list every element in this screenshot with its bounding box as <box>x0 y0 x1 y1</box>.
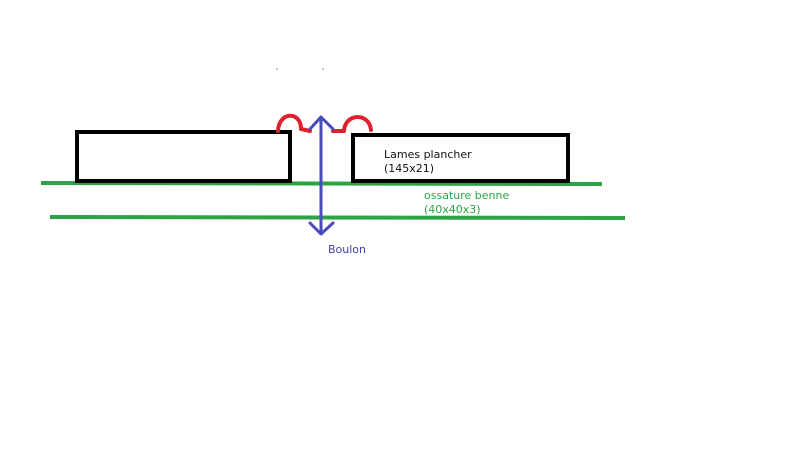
floor-plank-dimensions: (145x21) <box>384 162 435 175</box>
bolt-washer-curve-alt <box>276 113 373 133</box>
frame-label: ossature benne (40x40x3) <box>424 189 509 217</box>
stray-dot-2 <box>322 68 324 70</box>
floor-plank-left <box>75 130 292 183</box>
floor-plank-label: Lames plancher (145x21) <box>384 148 472 176</box>
floor-plank-right <box>351 133 570 183</box>
frame-line-bottom <box>49 215 626 220</box>
frame-name: ossature benne <box>424 189 510 202</box>
stray-dot-1 <box>276 68 278 70</box>
bolt-label: Boulon <box>328 243 367 256</box>
bolt-arrow-top <box>308 115 335 131</box>
bolt-arrow-bottom <box>308 221 335 236</box>
floor-plank-name: Lames plancher <box>384 148 472 161</box>
frame-dimensions: (40x40x3) <box>424 203 481 216</box>
